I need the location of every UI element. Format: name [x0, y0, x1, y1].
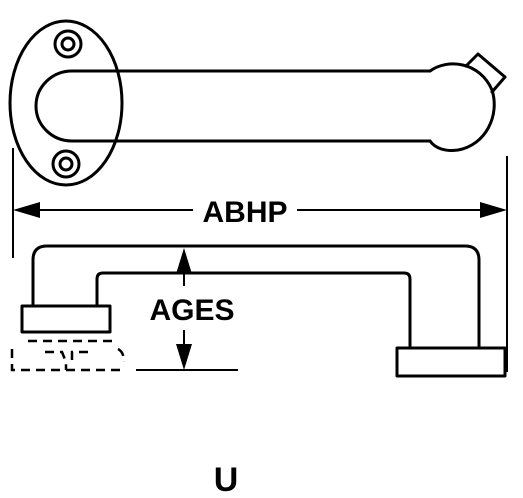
- width-dimension: ABHP: [12, 148, 508, 372]
- top-view: [8, 19, 507, 187]
- arrowhead-left: [13, 202, 40, 218]
- height-dimension: AGES: [149, 248, 235, 370]
- mounting-flange: [8, 19, 124, 187]
- arrowhead-right: [480, 202, 507, 218]
- style-letter: U: [214, 461, 239, 498]
- left-mounting-plate: [20, 304, 112, 334]
- arrowhead-up: [176, 248, 192, 274]
- inner-rail: [95, 271, 412, 350]
- outer-rail: [31, 244, 481, 350]
- right-mounting-plate: [395, 346, 507, 378]
- hidden-bracket: [10, 339, 126, 372]
- height-label: AGES: [149, 294, 234, 327]
- arrowhead-down: [176, 344, 192, 370]
- bar-body: [34, 69, 432, 143]
- screw-bottom: [51, 149, 81, 179]
- end-tab: [464, 52, 507, 94]
- width-label: ABHP: [202, 196, 287, 229]
- side-view: [10, 244, 507, 378]
- screw-top: [53, 29, 83, 59]
- bar-end-cap: [428, 62, 496, 152]
